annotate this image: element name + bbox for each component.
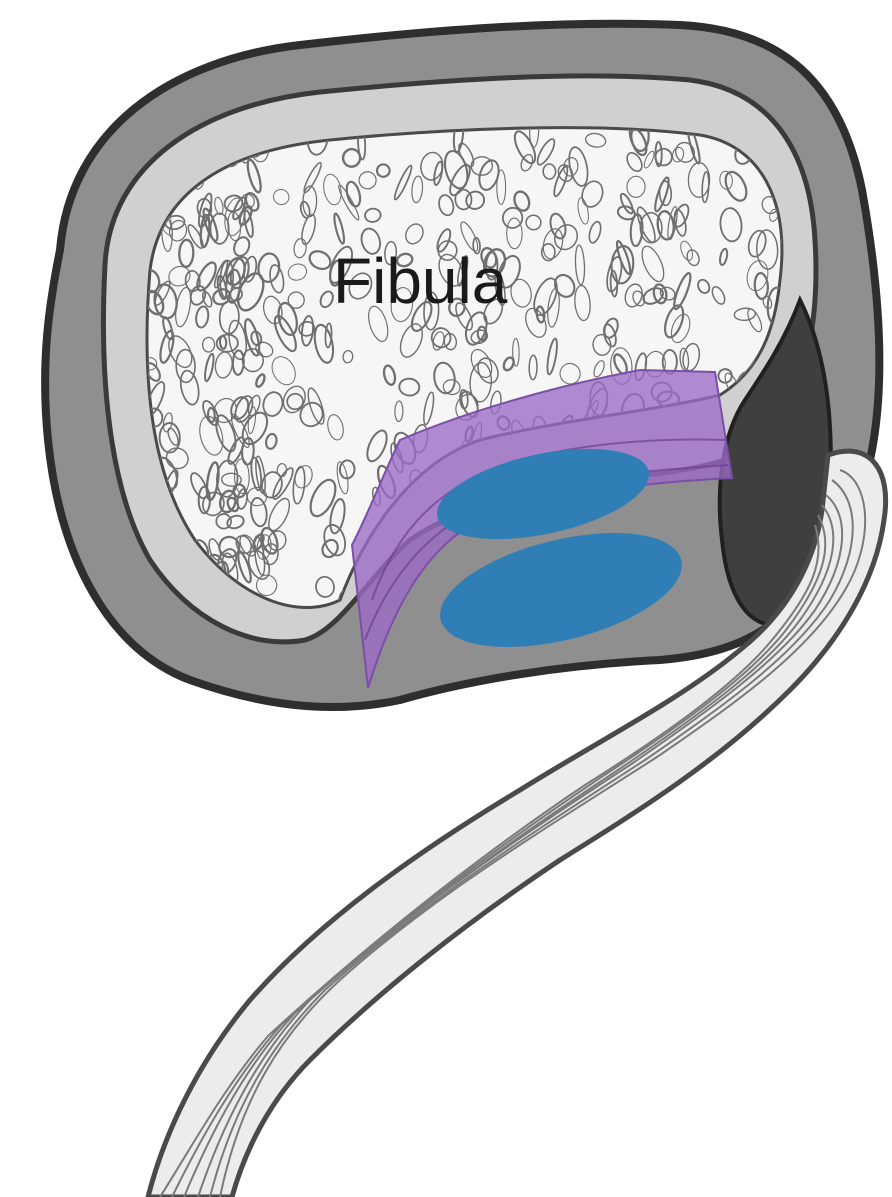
fibula-label: Fibula [333, 245, 508, 317]
